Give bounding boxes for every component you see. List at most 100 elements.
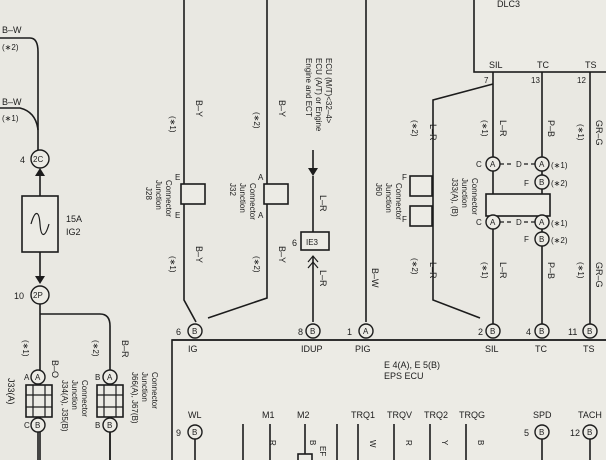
ecu-pin-tc: TC: [535, 344, 547, 354]
svg-text:A: A: [107, 373, 113, 382]
svg-text:F: F: [402, 215, 407, 224]
svg-text:Junction: Junction: [70, 380, 79, 410]
ecu-name: EPS ECU: [384, 371, 424, 381]
ie3-label: IE3: [306, 238, 319, 247]
svg-text:L–R: L–R: [498, 120, 508, 137]
svg-text:B: B: [107, 421, 112, 430]
wire-br-label: B–R: [120, 340, 130, 358]
wire-lr-branch: [432, 83, 494, 319]
ecu-pin-m1: M1: [262, 410, 275, 420]
svg-text:L–R: L–R: [428, 124, 438, 141]
svg-text:A: A: [539, 160, 545, 169]
ecu-pin-trq2: TRQ2: [424, 410, 448, 420]
svg-text:P–B: P–B: [546, 262, 556, 279]
dlc3-pin-7: 7: [484, 76, 489, 85]
svg-text:B: B: [539, 235, 544, 244]
svg-text:A: A: [490, 218, 496, 227]
svg-text:A: A: [258, 211, 264, 220]
svg-text:8: 8: [298, 327, 303, 337]
conn-2c-label: 2C: [33, 155, 43, 164]
svg-text:R: R: [404, 440, 413, 446]
svg-text:Connector: Connector: [248, 183, 257, 220]
ecu-pin-wl: WL: [188, 410, 202, 420]
svg-text:A: A: [24, 373, 30, 382]
j32-label: J32: [228, 183, 237, 196]
conn-2p-pin: 10: [14, 291, 24, 301]
ecu-connector-id: E 4(A), E 5(B): [384, 360, 440, 370]
ecu-pin-idup: IDUP: [301, 344, 323, 354]
svg-text:B: B: [539, 178, 544, 187]
j33b-connector: [485, 193, 551, 217]
wire-bw-2-label: B–W: [2, 97, 22, 107]
svg-text:B–W: B–W: [370, 268, 380, 288]
svg-text:(∗1): (∗1): [551, 161, 568, 170]
svg-text:12: 12: [570, 428, 580, 438]
svg-text:B: B: [35, 421, 40, 430]
svg-text:B–Y: B–Y: [277, 246, 287, 263]
wire-br: [40, 313, 111, 460]
svg-text:GR–G: GR–G: [594, 262, 604, 288]
svg-text:B: B: [490, 327, 495, 336]
wire-bw-2: [0, 107, 39, 131]
svg-text:B: B: [587, 428, 592, 437]
ecu-pin-trqv: TRQV: [387, 410, 412, 420]
wire-bw-2-note: (∗1): [2, 114, 19, 123]
svg-text:C: C: [476, 160, 482, 169]
j34-label: J34(A), J35(B): [60, 380, 69, 432]
j33b-label: J33(A), (B): [450, 178, 459, 217]
svg-text:R: R: [268, 440, 277, 446]
svg-text:Connector: Connector: [394, 183, 403, 220]
wire-bw-1: [0, 37, 39, 150]
conn-2c-pin: 4: [20, 155, 25, 165]
svg-text:A: A: [539, 218, 545, 227]
svg-text:B: B: [539, 327, 544, 336]
dlc3-ts: TS: [585, 60, 597, 70]
dlc3-label: DLC3: [497, 0, 520, 9]
svg-text:9: 9: [176, 428, 181, 438]
svg-text:E: E: [175, 173, 180, 182]
wire-bw-1-label: B–W: [2, 25, 22, 35]
ecu-pin-ig: IG: [188, 344, 198, 354]
svg-text:L–R: L–R: [318, 270, 328, 287]
svg-text:Junction: Junction: [154, 180, 163, 210]
j32-connector: [263, 183, 289, 205]
svg-text:Connector: Connector: [164, 180, 173, 217]
ecu-pin-pig: PIG: [355, 344, 371, 354]
svg-text:B: B: [539, 428, 544, 437]
dlc3-tc: TC: [537, 60, 549, 70]
j60-label: J60: [374, 183, 383, 196]
svg-text:(∗2): (∗2): [252, 112, 261, 129]
svg-text:L–R: L–R: [318, 195, 328, 212]
svg-text:B: B: [308, 440, 317, 445]
svg-text:Connector: Connector: [80, 380, 89, 417]
svg-text:A: A: [490, 160, 496, 169]
svg-text:F: F: [524, 179, 529, 188]
dlc3-sil: SIL: [489, 60, 503, 70]
wire-j28: [183, 0, 197, 323]
svg-text:Y: Y: [440, 440, 449, 446]
svg-text:(∗1): (∗1): [480, 262, 489, 279]
svg-text:Connector: Connector: [470, 178, 479, 215]
svg-text:(∗2): (∗2): [551, 236, 568, 245]
svg-text:Junction: Junction: [384, 183, 393, 213]
svg-text:B: B: [95, 373, 100, 382]
svg-text:6: 6: [176, 327, 181, 337]
svg-text:B–Y: B–Y: [277, 100, 287, 117]
svg-text:L–R: L–R: [498, 262, 508, 279]
svg-text:W: W: [368, 440, 377, 448]
svg-text:5: 5: [524, 428, 529, 438]
wire-bo-note: (∗1): [21, 340, 30, 357]
svg-text:(∗1): (∗1): [576, 124, 585, 141]
svg-text:C: C: [24, 421, 30, 430]
ecu-ref-1: Engine and ECT: [304, 58, 313, 117]
svg-text:(∗2): (∗2): [410, 258, 419, 275]
svg-text:GR–G: GR–G: [594, 120, 604, 146]
svg-text:D: D: [516, 160, 522, 169]
svg-text:A: A: [35, 373, 41, 382]
svg-text:Junction: Junction: [238, 183, 247, 213]
svg-text:(∗2): (∗2): [252, 256, 261, 273]
svg-text:(∗2): (∗2): [551, 179, 568, 188]
conn-2p-label: 2P: [33, 291, 43, 300]
ie3-connector: [300, 231, 330, 251]
